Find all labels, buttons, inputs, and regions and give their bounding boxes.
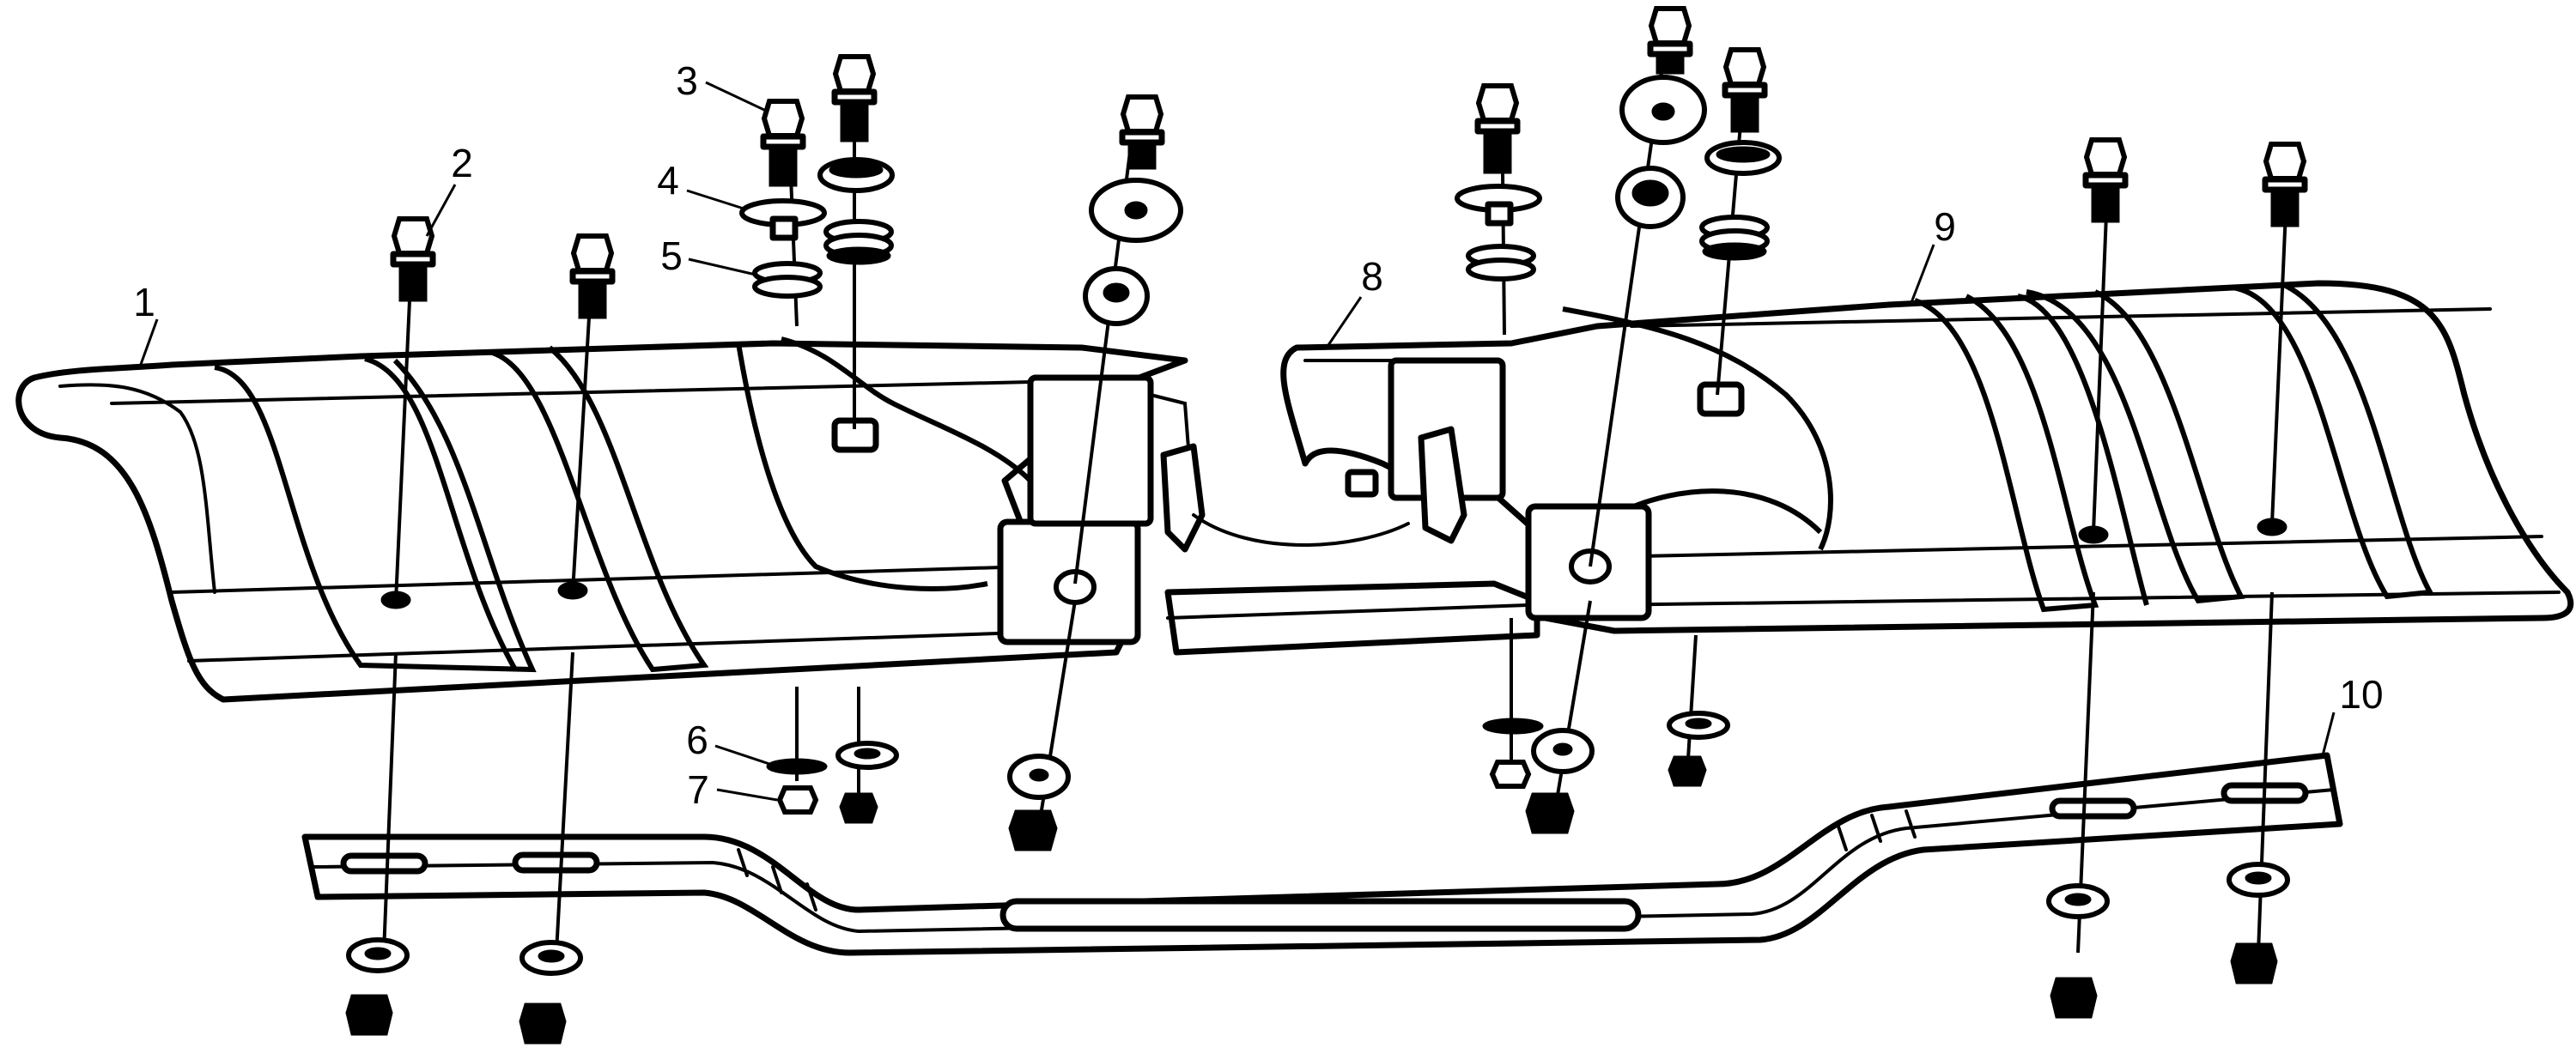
callout-leaders (137, 81, 2336, 802)
callout-9: 9 (1934, 204, 1956, 249)
callout-labels: 1 2 3 4 5 6 7 8 9 10 (133, 58, 2383, 812)
callout-8: 8 (1361, 254, 1383, 299)
center-link-bar (1164, 513, 1540, 656)
callout-3: 3 (676, 58, 698, 103)
bolt-center-left (1119, 94, 1165, 170)
bolt-left-1 (390, 216, 436, 302)
left-heat-shield (15, 336, 1206, 703)
callout-10: 10 (2339, 672, 2383, 717)
lower-bracket (301, 752, 2343, 956)
callout-7: 7 (687, 767, 709, 812)
washers-and-grommets (346, 75, 2290, 976)
bolt-left-inner (831, 54, 878, 142)
bolt-right-inner-2 (1722, 47, 1768, 133)
bolt-left-2 (569, 233, 616, 319)
bolt-right-2 (2262, 142, 2308, 227)
right-heat-shield (1280, 280, 2574, 634)
nuts (345, 755, 2278, 1045)
callout-5: 5 (660, 233, 683, 278)
bolt-right-1 (2082, 137, 2129, 223)
callout-4: 4 (657, 158, 679, 203)
bolt-3 (760, 99, 806, 187)
callout-2: 2 (451, 141, 473, 185)
bolt-right-inner (1474, 83, 1521, 174)
bolt-center-right (1647, 6, 1693, 75)
bolts (390, 6, 2308, 319)
callout-6: 6 (686, 718, 708, 762)
callout-1: 1 (133, 280, 155, 324)
